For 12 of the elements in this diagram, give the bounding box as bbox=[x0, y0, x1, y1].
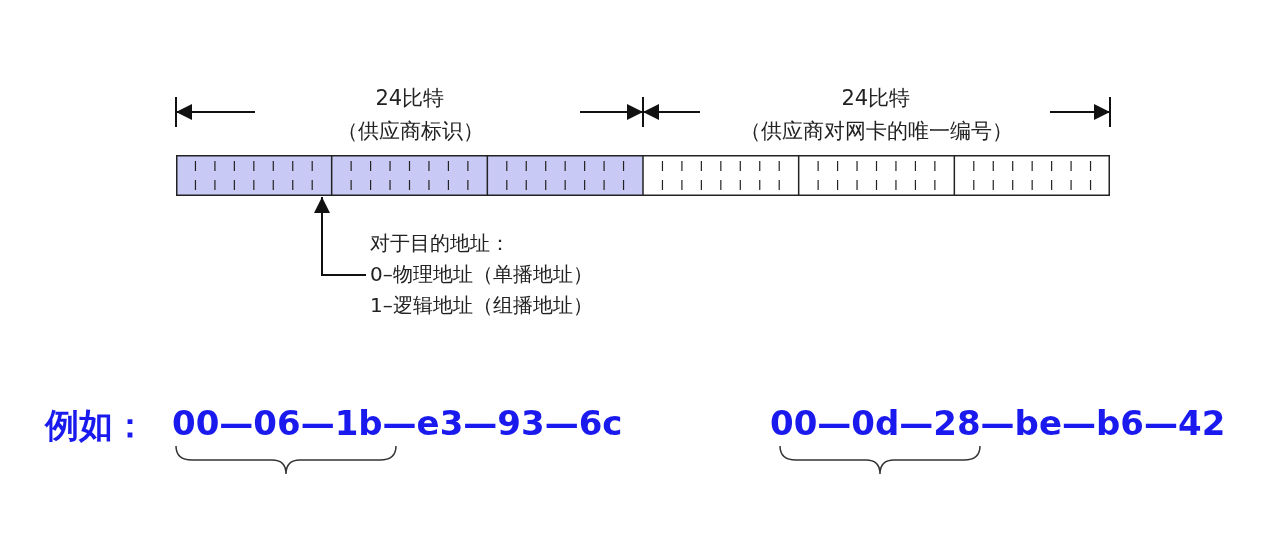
leader-arrow bbox=[314, 196, 367, 276]
example-label: 例如： bbox=[45, 404, 147, 447]
annotation-text: 对于目的地址： bbox=[370, 230, 511, 257]
dimension-label: （供应商标识） bbox=[336, 118, 484, 145]
dimension-label: 24比特 bbox=[375, 85, 445, 112]
mac-address: 00—0d—28—be—b6—42 bbox=[770, 403, 1226, 443]
dimension-label: （供应商对网卡的唯一编号） bbox=[739, 118, 1013, 145]
mac-address: 00—06—1b—e3—93—6c bbox=[172, 403, 623, 443]
dimension-label: 24比特 bbox=[841, 85, 911, 112]
annotation-text: 0–物理地址（单播地址） bbox=[370, 261, 594, 288]
bit-field-bar bbox=[176, 155, 1110, 196]
annotation-text: 1–逻辑地址（组播地址） bbox=[370, 292, 594, 319]
